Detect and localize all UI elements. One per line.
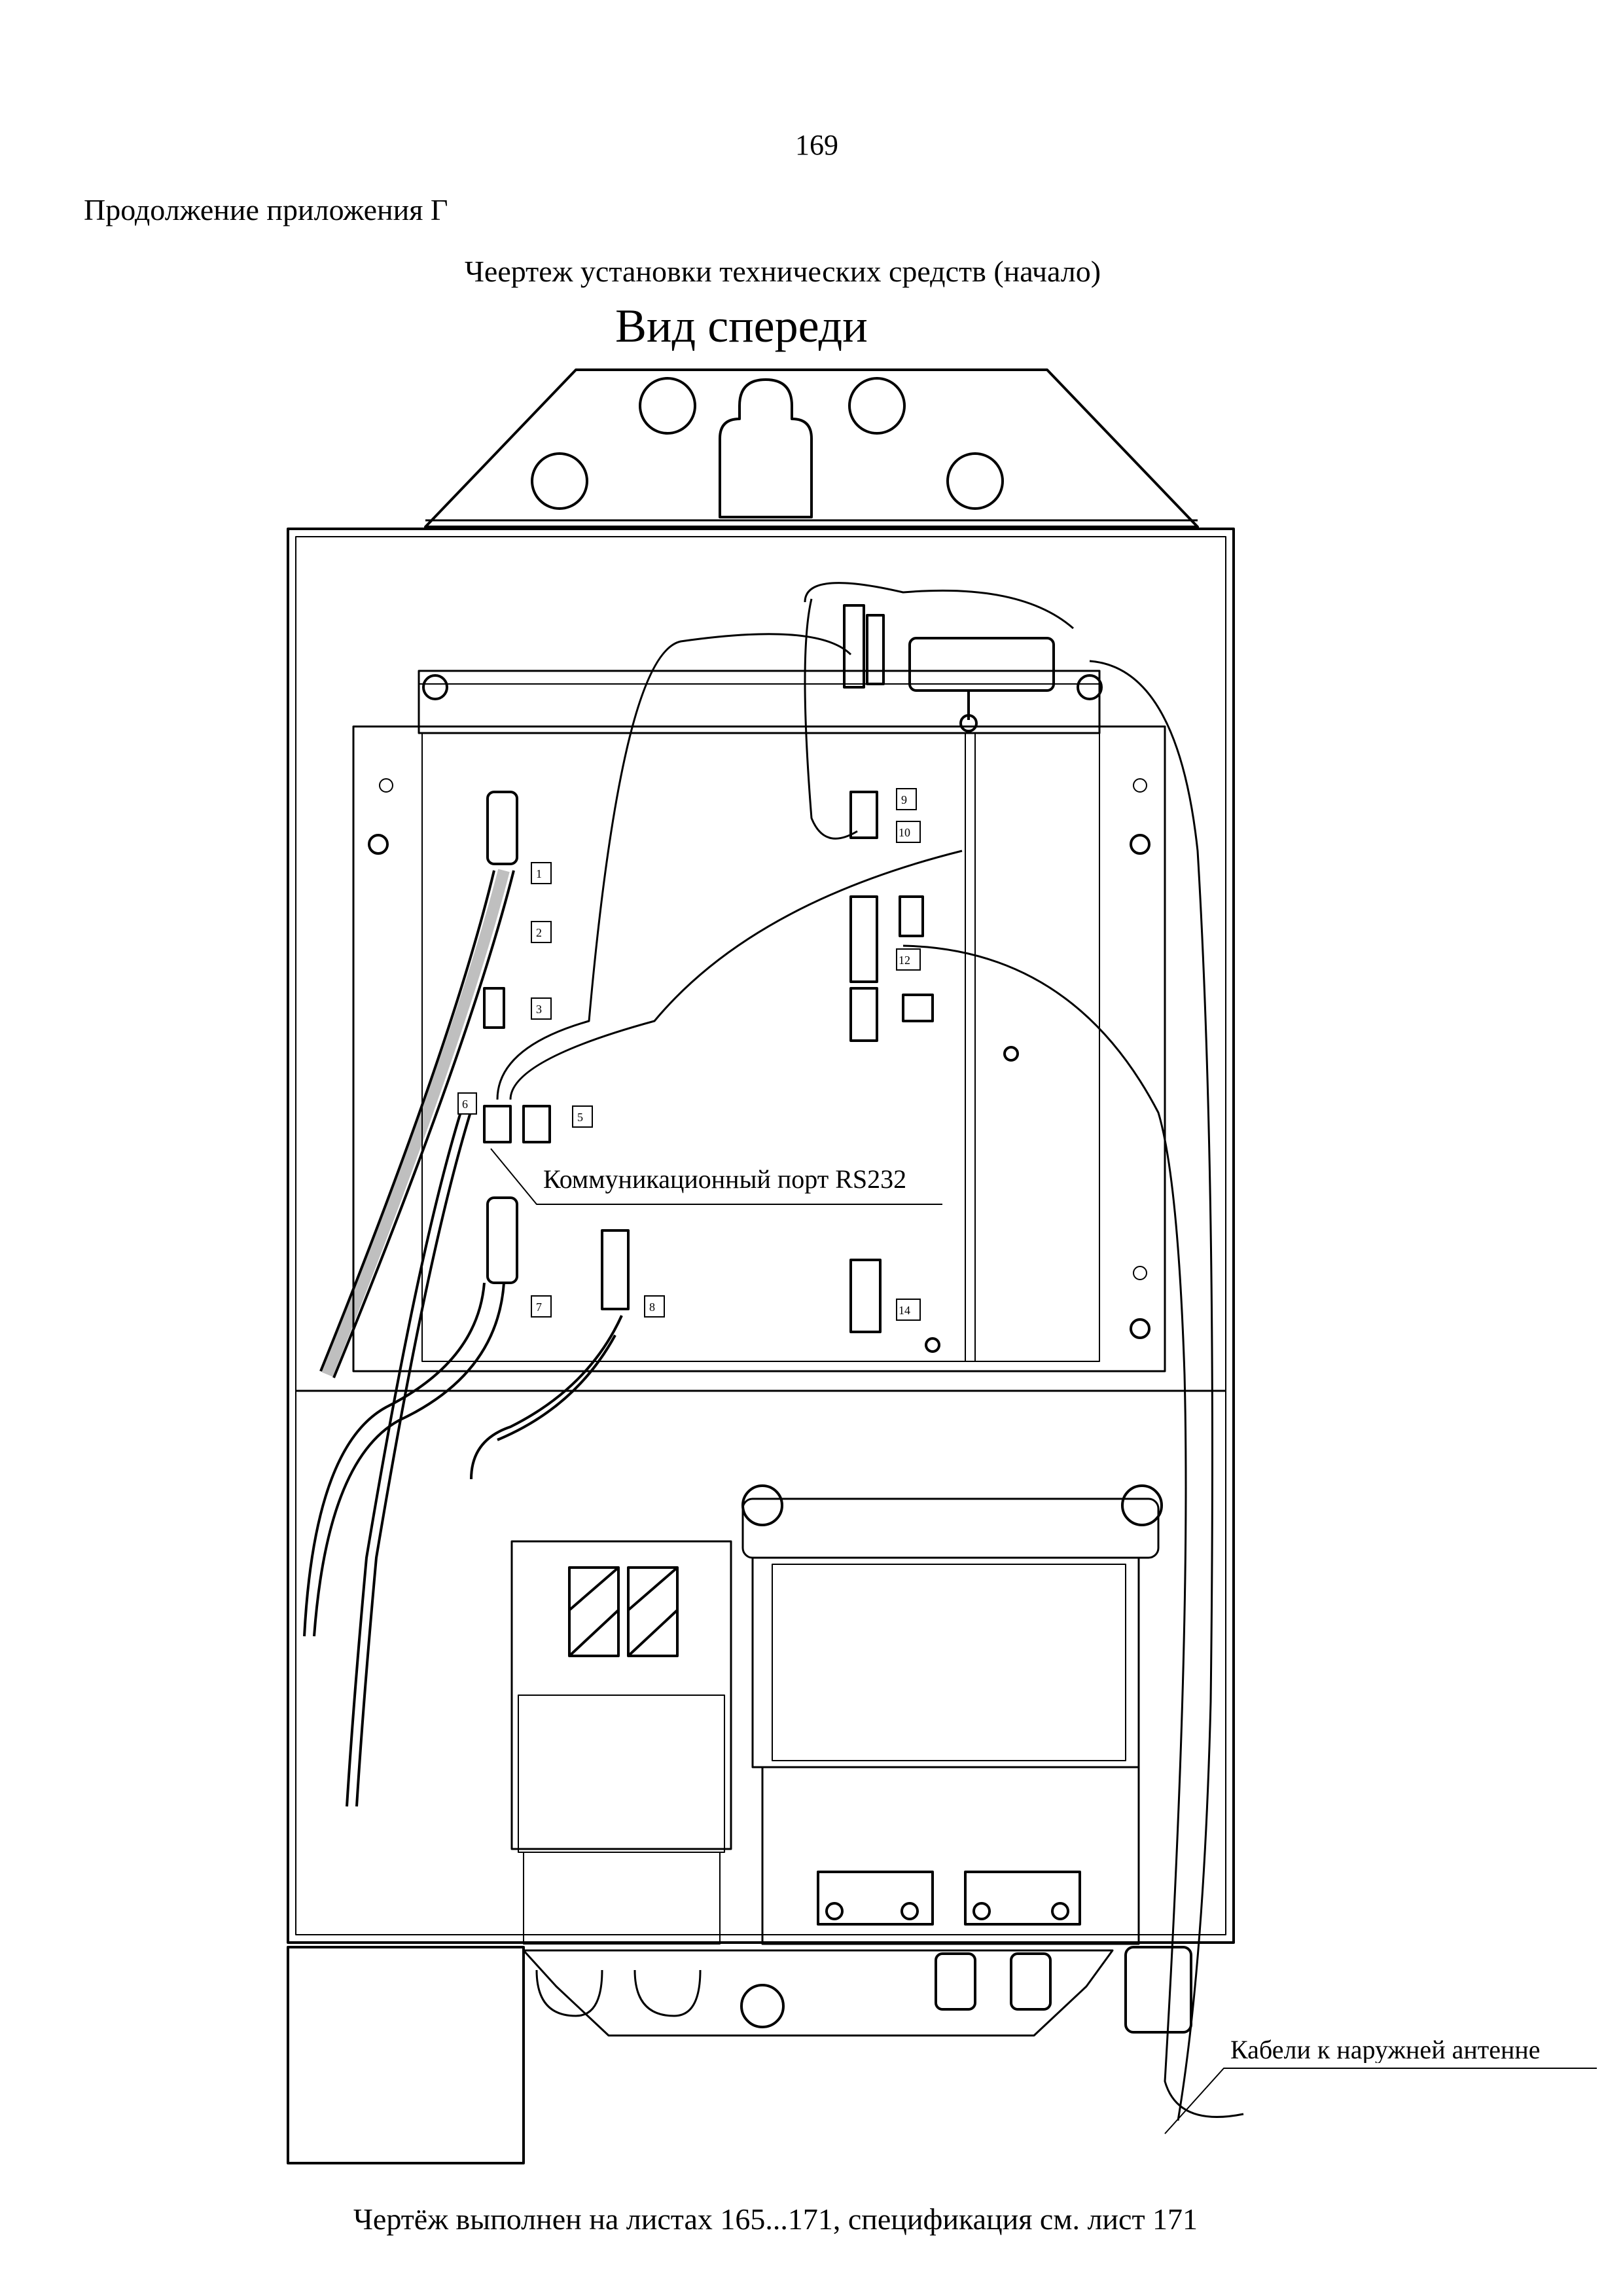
mounting-bracket: [424, 368, 1199, 528]
tag-8: 8: [649, 1300, 655, 1314]
tag-5: 5: [577, 1111, 583, 1124]
wing-nut: [1130, 834, 1150, 855]
cable: [470, 1315, 623, 1480]
screw: [1077, 674, 1103, 700]
enclosure: [287, 528, 1235, 1944]
cable: [321, 869, 510, 1377]
mounting-hole: [639, 377, 696, 435]
screw: [422, 674, 448, 700]
page-number: 169: [795, 129, 838, 161]
tag-12: 12: [899, 954, 910, 967]
wing-nut: [1130, 1318, 1150, 1339]
keyhole-slot: [719, 378, 813, 518]
position-tags: [457, 788, 921, 1321]
tag-6: 6: [462, 1098, 468, 1111]
tag-7: 7: [536, 1300, 542, 1314]
tag-10: 10: [899, 826, 910, 839]
footer-note: Чертёж выполнен на листах 165...171, спе…: [353, 2202, 1198, 2236]
mounting-hole: [848, 377, 906, 435]
antenna-callout: Кабели к наружней антенне: [1230, 2037, 1541, 2063]
mounting-hole: [531, 452, 588, 510]
appendix-heading: Продолжение приложения Г: [84, 193, 448, 226]
mounting-plate: [352, 725, 1166, 1372]
tag-2: 2: [536, 926, 542, 939]
bottom-flange: [522, 1949, 1114, 2037]
wing-nut: [1003, 1046, 1019, 1062]
mounting-hole: [946, 452, 1004, 510]
battery-bracket: [741, 1498, 1160, 1559]
power-module: [510, 1540, 732, 1850]
rs232-callout: Коммуникационный порт RS232: [543, 1164, 907, 1194]
tag-1: 1: [536, 867, 542, 880]
battery-box: [287, 1946, 525, 2164]
tag-9: 9: [901, 793, 907, 806]
drawing-title: Чеертеж установки технических средств (н…: [465, 255, 1101, 288]
wing-nut: [368, 834, 389, 855]
wing-nut: [925, 1337, 940, 1353]
antenna-leader: [1164, 2068, 1597, 2134]
tag-14: 14: [899, 1304, 910, 1317]
tag-3: 3: [536, 1003, 542, 1016]
din-rail: [418, 670, 1101, 734]
rs232-leader: [490, 1148, 942, 1205]
view-title: Вид спереди: [615, 300, 868, 352]
